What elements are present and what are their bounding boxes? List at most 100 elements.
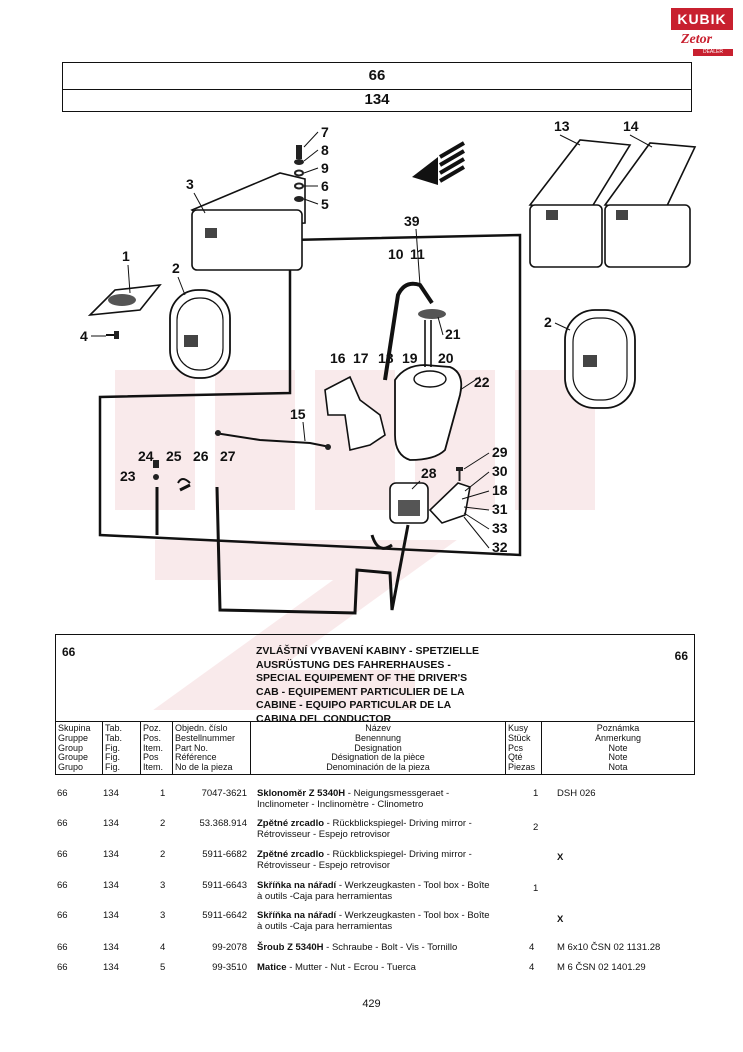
callout-2-left: 2 bbox=[172, 260, 180, 276]
name-rest: - Werkzeugkasten - Tool box - Boîte bbox=[336, 880, 490, 891]
col-label: Stück bbox=[508, 732, 531, 743]
col-label: Nota bbox=[608, 762, 628, 773]
col-label: Piezas bbox=[508, 762, 536, 773]
name-bold: Sklonoměr Z 5340H bbox=[257, 788, 346, 799]
title-line: CABINE - EQUIPO PARTICULAR DE LA bbox=[256, 699, 452, 711]
name-rest: - Mutter - Nut - Ecrou - Tuerca bbox=[286, 962, 416, 973]
callout-14: 14 bbox=[623, 118, 639, 134]
col-label: No de la pieza bbox=[175, 762, 233, 773]
cell-note: DSH 026 bbox=[557, 788, 596, 799]
group-number-left: 66 bbox=[62, 645, 76, 659]
screw-29 bbox=[456, 467, 463, 481]
callout-5: 5 bbox=[321, 196, 329, 212]
cell-figure: 134 bbox=[103, 880, 119, 891]
col-label: Anmerkung bbox=[594, 732, 642, 743]
cell-quantity: 1 bbox=[533, 883, 539, 894]
table-row: 66 134 1 7047-3621 Sklonoměr Z 5340H - N… bbox=[57, 788, 697, 818]
cell-part-number: 5911-6642 bbox=[202, 910, 247, 921]
cell-designation: Zpětné zrcadlo - Rückblickspiegel- Drivi… bbox=[257, 818, 472, 840]
parts-table-header: 66 66 ZVLÁŠTNÍ VYBAVENÍ KABINY - SPETZIE… bbox=[55, 634, 695, 775]
col-label: Denominación de la pieza bbox=[326, 762, 430, 773]
tool-box-13 bbox=[528, 139, 632, 268]
col-label: Qté bbox=[508, 752, 523, 763]
callout-13: 13 bbox=[554, 118, 570, 134]
col-label: Kusy bbox=[508, 723, 529, 733]
cell-part-number: 99-2078 bbox=[212, 942, 247, 953]
title-line: AUSRÜSTUNG DES FAHRERHAUSES - bbox=[256, 658, 451, 671]
callout-21: 21 bbox=[445, 326, 461, 342]
cell-designation: Skříňka na nářadí - Werkzeugkasten - Too… bbox=[257, 910, 490, 932]
col-label: Fig. bbox=[105, 742, 121, 753]
cell-figure: 134 bbox=[103, 849, 119, 860]
cell-item: 2 bbox=[160, 849, 166, 860]
washer-nozzle bbox=[418, 309, 446, 367]
group-number-header: 66 bbox=[62, 62, 692, 90]
callout-26: 26 bbox=[193, 448, 209, 464]
hose-loop bbox=[370, 534, 393, 550]
parts-diagram-svg: 7 8 9 6 5 3 13 14 39 10 11 1 2 4 21 20 1… bbox=[80, 118, 697, 615]
callout-7: 7 bbox=[321, 124, 329, 140]
table-row: 66 134 3 5911-6643 Skříňka na nářadí - W… bbox=[57, 880, 697, 910]
cell-item: 2 bbox=[160, 818, 166, 829]
cell-figure: 134 bbox=[103, 788, 119, 799]
callout-24: 24 bbox=[138, 448, 154, 464]
callout-9: 9 bbox=[321, 160, 329, 176]
tool-box-3 bbox=[190, 172, 306, 271]
cell-note: M 6x10 ČSN 02 1131.28 bbox=[557, 942, 661, 953]
name-rest: - Schraube - Bolt - Vis - Tornillo bbox=[323, 942, 458, 953]
table-row: 66 134 2 5911-6682 Zpětné zrcadlo - Rück… bbox=[57, 849, 697, 879]
name-bold: Skříňka na nářadí bbox=[257, 910, 337, 921]
fitting-23 bbox=[153, 474, 159, 480]
callout-4: 4 bbox=[80, 328, 88, 344]
col-label: Group bbox=[58, 742, 84, 753]
callout-8: 8 bbox=[321, 142, 329, 158]
callout-32: 32 bbox=[492, 539, 508, 555]
callout-3: 3 bbox=[186, 176, 194, 192]
callout-15: 15 bbox=[290, 406, 306, 422]
callout-22: 22 bbox=[474, 374, 490, 390]
cell-designation: Skříňka na nářadí - Werkzeugkasten - Too… bbox=[257, 880, 490, 902]
callout-17: 17 bbox=[353, 350, 369, 366]
cell-part-number: 5911-6643 bbox=[202, 880, 247, 891]
col-label: Grupo bbox=[58, 762, 84, 773]
name-bold: Matice bbox=[257, 962, 287, 973]
cell-figure: 134 bbox=[103, 942, 119, 953]
name-rest: - Rückblickspiegel- Driving mirror - bbox=[324, 818, 472, 829]
name-rest: - Werkzeugkasten - Tool box - Boîte bbox=[336, 910, 490, 921]
col-group: Skupina Gruppe Group Groupe Grupo bbox=[56, 722, 103, 774]
col-label: Pos bbox=[143, 752, 159, 763]
callout-31: 31 bbox=[492, 501, 508, 517]
cell-quantity: 2 bbox=[533, 822, 539, 833]
callout-1: 1 bbox=[122, 248, 130, 264]
cell-figure: 134 bbox=[103, 818, 119, 829]
col-label: Fig. bbox=[105, 752, 121, 763]
reservoir-bracket bbox=[324, 375, 386, 451]
col-label: Note bbox=[608, 742, 628, 753]
group-number-right: 66 bbox=[674, 649, 688, 663]
callout-29: 29 bbox=[492, 444, 508, 460]
fitting-25 bbox=[177, 478, 191, 484]
cell-group: 66 bbox=[57, 788, 68, 799]
col-label: Groupe bbox=[58, 752, 89, 763]
table-row: 66 134 2 53.368.914 Zpětné zrcadlo - Rüc… bbox=[57, 818, 697, 848]
inclinometer bbox=[87, 283, 162, 317]
parts-diagram: 7 8 9 6 5 3 13 14 39 10 11 1 2 4 21 20 1… bbox=[60, 115, 700, 630]
cell-designation: Zpětné zrcadlo - Rückblickspiegel- Drivi… bbox=[257, 849, 472, 871]
col-label: Pos. bbox=[143, 732, 162, 743]
col-label: Skupina bbox=[58, 723, 91, 733]
washer-reservoir bbox=[394, 364, 463, 461]
column-headers: Skupina Gruppe Group Groupe Grupo Tab. T… bbox=[56, 722, 694, 774]
cab-outline bbox=[98, 233, 522, 557]
col-label: Item. bbox=[143, 762, 164, 773]
col-label: Poznámka bbox=[596, 723, 640, 733]
callout-2-right: 2 bbox=[544, 314, 552, 330]
name-rest: - Neigungsmessgeraet - bbox=[345, 788, 450, 799]
col-label: Note bbox=[608, 752, 628, 763]
cell-figure: 134 bbox=[103, 962, 119, 973]
callout-30: 30 bbox=[492, 463, 508, 479]
washer-pump bbox=[389, 482, 429, 524]
col-figure: Tab. Tab. Fig. Fig. Fig. bbox=[103, 722, 141, 774]
cell-figure: 134 bbox=[103, 910, 119, 921]
cell-designation: Šroub Z 5340H - Schraube - Bolt - Vis - … bbox=[257, 942, 457, 953]
cell-quantity: 4 bbox=[529, 942, 535, 953]
